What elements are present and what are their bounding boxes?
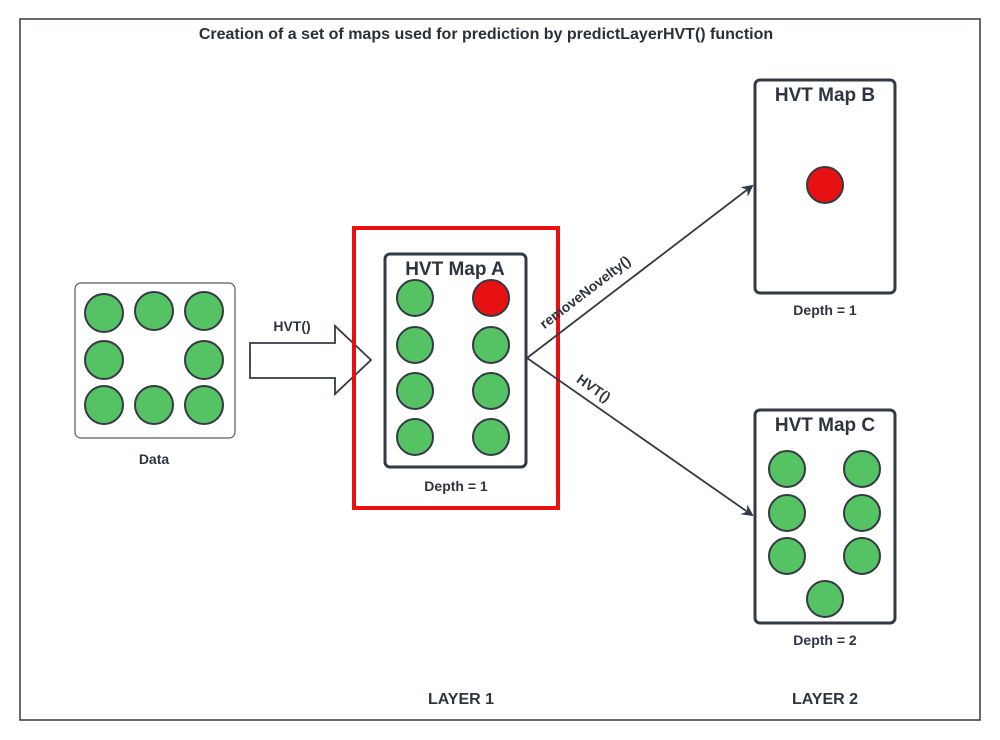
map-a-title: HVT Map A (405, 259, 505, 280)
map-c-node (768, 450, 806, 488)
map-a-depth: Depth = 1 (424, 478, 488, 494)
map-b-depth: Depth = 1 (793, 302, 857, 318)
map-b-title: HVT Map B (775, 85, 875, 106)
data-box (74, 282, 236, 439)
map-a-node (472, 326, 510, 364)
map-c-node (768, 537, 806, 575)
hvt-map-a: HVT Map A (383, 252, 528, 469)
data-point (134, 291, 174, 331)
hvt-map-b: HVT Map B (753, 78, 897, 295)
data-point (84, 293, 124, 333)
highlight-frame (352, 226, 560, 510)
hvt-arrow-label: HVT() (273, 318, 310, 334)
map-b-novelty-node (806, 166, 844, 204)
map-c-node (806, 580, 844, 618)
diagram-title: Creation of a set of maps used for predi… (199, 26, 773, 43)
layer-1-label: LAYER 1 (428, 691, 494, 708)
hvt-edge-label: HVT() (574, 371, 614, 405)
remove-novelty-label: removeNovelty() (537, 252, 634, 331)
layer-2-label: LAYER 2 (792, 691, 858, 708)
map-a-node (472, 418, 510, 456)
data-label: Data (139, 451, 170, 467)
data-point (84, 340, 124, 380)
map-c-node (843, 537, 881, 575)
data-point (184, 385, 224, 425)
map-a-novelty-node (472, 279, 510, 317)
data-point (184, 291, 224, 331)
map-c-node (843, 450, 881, 488)
map-a-node (396, 279, 434, 317)
map-c-title: HVT Map C (775, 415, 876, 436)
outer-frame (19, 18, 981, 721)
hvt-map-c: HVT Map C (753, 408, 897, 625)
map-c-depth: Depth = 2 (793, 632, 857, 648)
map-a-node (396, 326, 434, 364)
edge-hvt (526, 357, 754, 517)
map-a-node (396, 418, 434, 456)
map-c-node (843, 494, 881, 532)
data-point (84, 385, 124, 425)
edge-remove-novelty (526, 184, 754, 359)
data-point (134, 385, 174, 425)
map-a-node (472, 372, 510, 410)
data-point (184, 340, 224, 380)
map-a-node (396, 372, 434, 410)
map-c-node (768, 494, 806, 532)
